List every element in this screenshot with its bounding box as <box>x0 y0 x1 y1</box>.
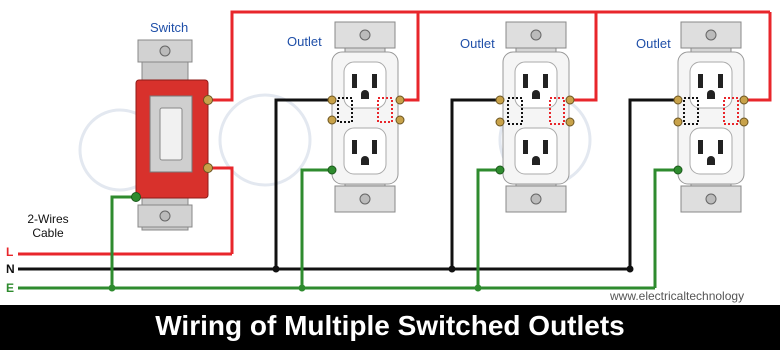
neutral-outlet1-wire <box>274 98 330 269</box>
neutral-wire-label: N <box>6 262 15 276</box>
toggle-switch <box>131 39 213 231</box>
earth-outlet3-wire <box>653 168 678 288</box>
earth-outlet1-wire <box>300 168 330 288</box>
neutral-outlet2-wire <box>450 98 498 269</box>
switch-label: Switch <box>150 20 189 35</box>
switched-line-outlet2 <box>570 12 598 102</box>
diagram-title: Wiring of Multiple Switched Outlets <box>155 310 625 341</box>
outlet-3-label: Outlet <box>636 36 671 51</box>
website-watermark: www.electricaltechnology <box>610 289 745 303</box>
outlet-2 <box>495 21 575 213</box>
earth-outlet2-wire <box>476 168 498 288</box>
cable-label-line2: Cable <box>32 226 64 240</box>
line-to-switch-wire <box>208 166 234 254</box>
cable-label-line1: 2-Wires <box>27 212 69 226</box>
outlet-2-label: Outlet <box>460 36 495 51</box>
switched-line-wire <box>210 10 770 102</box>
switched-line-outlet3 <box>742 12 772 102</box>
junction-dots <box>272 265 634 273</box>
cable-label: 2-Wires Cable <box>22 212 74 240</box>
line-wire-label: L <box>6 245 14 259</box>
outlet-3 <box>673 21 749 213</box>
earth-wire-label: E <box>6 281 15 295</box>
outlet-1 <box>327 21 405 213</box>
outlet-1-label: Outlet <box>287 34 322 49</box>
earth-junction-dots <box>108 284 482 292</box>
title-bar <box>0 305 780 350</box>
earth-switch-wire <box>110 195 136 288</box>
switched-line-outlet1 <box>400 12 420 102</box>
neutral-outlet3-wire <box>628 98 678 269</box>
